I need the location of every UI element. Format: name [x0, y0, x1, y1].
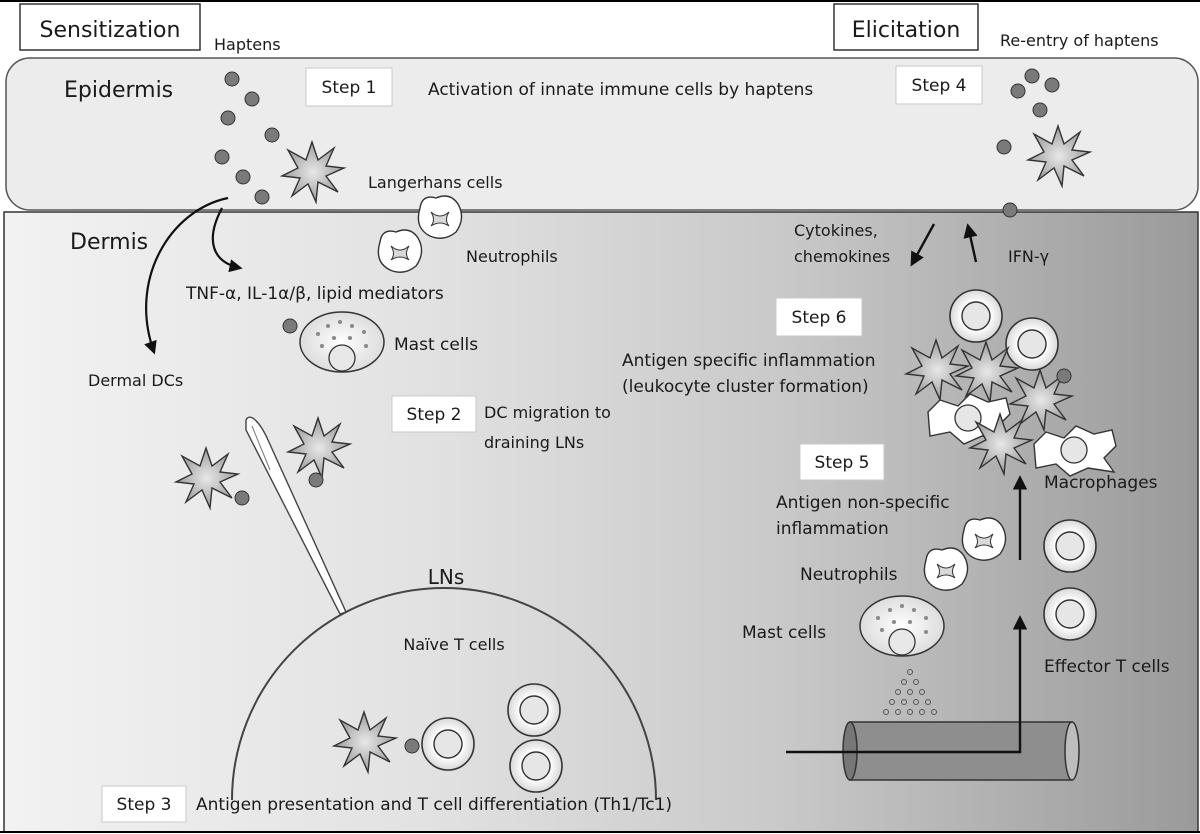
neutrophil-left-2 — [377, 229, 423, 273]
neutrophils-right-label: Neutrophils — [800, 565, 898, 585]
step1-box: Step 1 — [305, 67, 393, 107]
naive-t-cell-2 — [507, 683, 561, 737]
effector-t-label: Effector T cells — [1044, 657, 1170, 677]
sensitization-title: Sensitization — [40, 18, 181, 43]
reentry-label: Re-entry of haptens — [1000, 31, 1159, 50]
arrow-extravasation — [786, 615, 1028, 754]
dermal-dcs-label: Dermal DCs — [88, 371, 183, 390]
step3-box: Step 3 — [101, 785, 187, 823]
step5-label: Step 5 — [815, 453, 870, 473]
elicitation-title: Elicitation — [852, 18, 961, 43]
haptens-label: Haptens — [214, 35, 281, 54]
step1-text: Activation of innate immune cells by hap… — [428, 80, 813, 100]
mediators-label: TNF-α, IL-1α/β, lipid mediators — [185, 284, 444, 304]
leukocyte-cluster — [905, 289, 1117, 477]
macrophages-label: Macrophages — [1044, 473, 1158, 493]
neutrophil-left-1 — [417, 195, 463, 239]
ifn-label: IFN-γ — [1008, 247, 1049, 266]
step6-text-2: (leukocyte cluster formation) — [622, 377, 869, 397]
mast-cell-left — [282, 311, 385, 373]
step1-label: Step 1 — [322, 78, 377, 98]
naive-t-cell-3 — [509, 739, 563, 793]
step5-box: Step 5 — [799, 443, 885, 481]
step6-box: Step 6 — [775, 297, 863, 337]
step4-label: Step 4 — [912, 76, 967, 96]
arrow-cytokines — [910, 223, 936, 267]
effector-t-cell-1 — [1043, 519, 1097, 573]
arrow-ifn — [963, 223, 978, 263]
effector-t-cell-2 — [1043, 587, 1097, 641]
step5-text-2: inflammation — [776, 519, 889, 539]
neutrophil-right-2 — [923, 547, 969, 591]
haptens-right — [996, 68, 1060, 218]
naive-t-label: Naïve T cells — [403, 635, 504, 654]
neutrophil-right-1 — [961, 517, 1007, 561]
step2-text-2: draining LNs — [484, 433, 584, 452]
step2-label: Step 2 — [407, 405, 462, 425]
step5-text-1: Antigen non-specific — [776, 493, 950, 513]
arrow-to-dermal-dcs — [144, 196, 229, 355]
naive-t-cell-1 — [421, 717, 475, 771]
mast-left-label: Mast cells — [394, 335, 478, 355]
cytokines-label-1: Cytokines, — [794, 221, 878, 240]
step4-box: Step 4 — [895, 65, 983, 105]
cytokines-label-2: chemokines — [794, 247, 890, 266]
step3-text: Antigen presentation and T cell differen… — [196, 795, 672, 815]
step2-box: Step 2 — [391, 395, 477, 433]
step6-label: Step 6 — [792, 308, 847, 328]
epidermis-label: Epidermis — [64, 78, 173, 103]
mast-right-label: Mast cells — [742, 623, 826, 643]
mast-cell-right — [859, 595, 945, 715]
step6-text-1: Antigen specific inflammation — [622, 351, 876, 371]
step3-label: Step 3 — [117, 795, 172, 815]
lns-label: LNs — [428, 565, 465, 589]
elicitation-box: Elicitation — [833, 3, 979, 51]
step2-text-1: DC migration to — [484, 403, 611, 422]
arrow-to-mediators — [211, 207, 243, 273]
haptens-left — [214, 71, 280, 205]
neutrophils-left-label: Neutrophils — [466, 247, 558, 266]
dermis-label: Dermis — [70, 230, 148, 255]
sensitization-box: Sensitization — [19, 3, 201, 51]
lymph-node-arc — [231, 587, 657, 801]
langerhans-label: Langerhans cells — [368, 173, 503, 192]
